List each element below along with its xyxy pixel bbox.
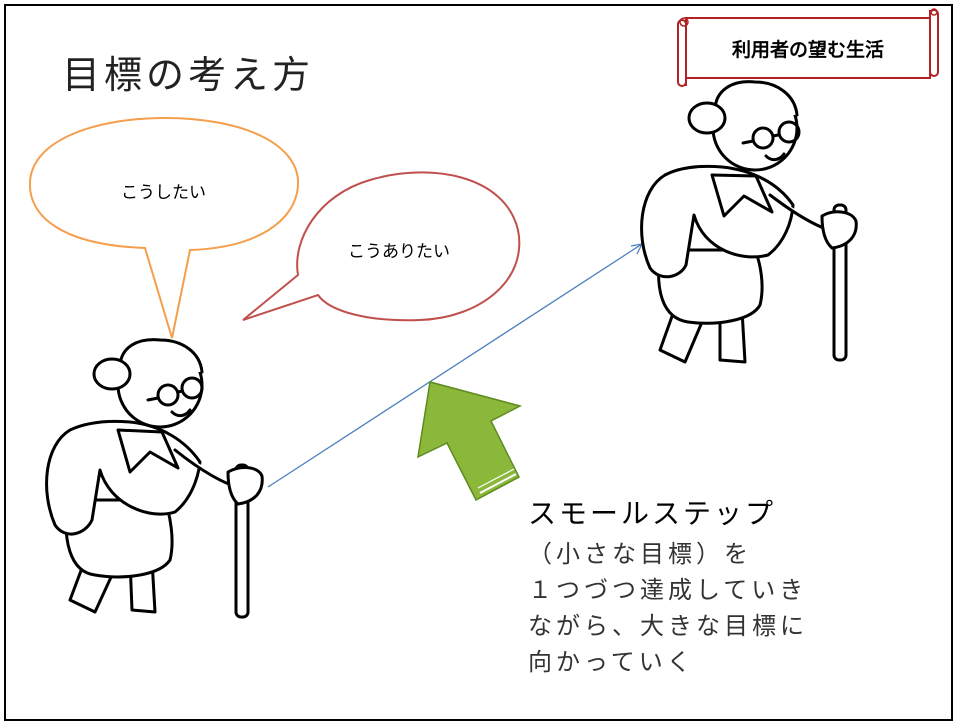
progress-line — [267, 243, 643, 488]
small-step-arrow — [417, 381, 523, 502]
small-step-description: スモールステップ （小さな目標）を １つづつ達成していき ながら、大きな目標に … — [528, 492, 808, 680]
speech-bubble-be — [242, 171, 521, 322]
progress-line-arrowhead — [630, 243, 643, 255]
page-title: 目標の考え方 — [62, 53, 315, 97]
small-step-line: １つづつ達成していき — [528, 576, 808, 604]
speech-bubble-want — [28, 116, 300, 339]
small-step-line: 向かっていく — [528, 648, 695, 676]
bubble-be-text: こうありたい — [348, 242, 450, 262]
scroll-banner — [677, 8, 939, 87]
scroll-banner-label: 利用者の望む生活 — [731, 38, 884, 61]
small-step-heading: スモールステップ — [528, 497, 777, 530]
small-step-line: （小さな目標）を — [528, 540, 752, 568]
elderly-woman-goal — [640, 80, 858, 364]
bubble-want-text: こうしたい — [121, 183, 206, 203]
small-step-line: ながら、大きな目標に — [528, 612, 808, 640]
elderly-woman-present — [45, 338, 264, 619]
